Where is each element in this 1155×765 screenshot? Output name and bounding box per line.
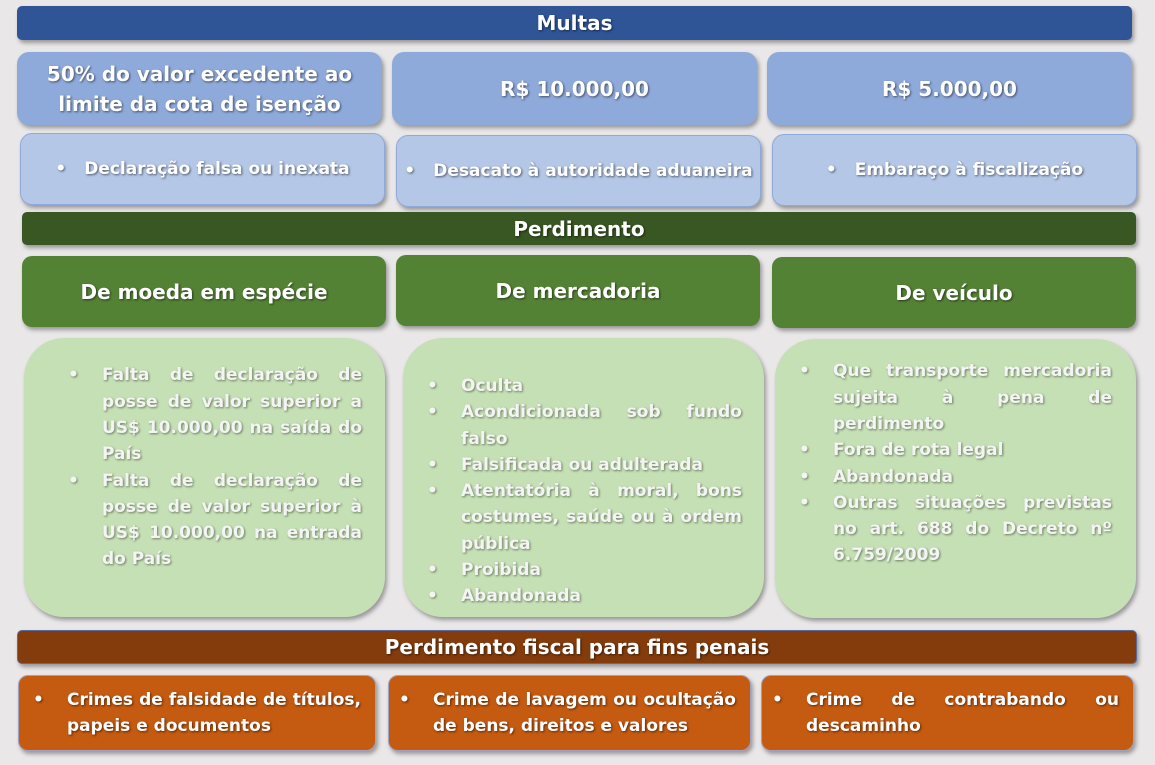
- perdimento-body-moeda: Falta de declaração de posse de valor su…: [24, 338, 385, 617]
- penal-title: Perdimento fiscal para fins penais: [384, 635, 770, 659]
- multas-item-3: •Embaraço à fiscalização: [772, 134, 1137, 206]
- perdimento-heading-mercadoria: De mercadoria: [396, 255, 760, 326]
- list-item: Falsificada ou adulterada: [427, 452, 742, 479]
- list-item: Crimes de falsidade de títulos, papeis e…: [33, 687, 361, 739]
- list-item: Falta de declaração de posse de valor su…: [68, 468, 362, 573]
- list-item: Que transporte mercadoria sujeita à pena…: [799, 358, 1112, 437]
- list-item: Outras situações previstas no art. 688 d…: [799, 490, 1112, 569]
- multas-item-2: •Desacato à autoridade aduaneira: [396, 135, 761, 207]
- multas-value-1: 50% do valor excedente ao limite da cota…: [17, 52, 382, 125]
- list-item: Falta de declaração de posse de valor su…: [68, 362, 362, 467]
- penal-title-bar: Perdimento fiscal para fins penais: [17, 630, 1137, 664]
- bullet-icon: •: [55, 159, 67, 179]
- perdimento-title-bar: Perdimento: [22, 212, 1136, 245]
- perdimento-heading-veiculo: De veículo: [772, 257, 1136, 328]
- list-item: Abandonada: [427, 583, 742, 610]
- perdimento-title: Perdimento: [513, 216, 645, 241]
- perdimento-list-mercadoria: Oculta Acondicionada sob fundo falso Fal…: [427, 373, 742, 610]
- list-item: Atentatória à moral, bons costumes, saúd…: [427, 478, 742, 557]
- multas-title-bar: Multas: [17, 6, 1132, 40]
- penal-item-3: Crime de contrabando ou descaminho: [761, 675, 1134, 751]
- perdimento-heading-moeda: De moeda em espécie: [22, 256, 386, 327]
- bullet-icon: •: [825, 160, 837, 180]
- perdimento-list-moeda: Falta de declaração de posse de valor su…: [68, 362, 362, 572]
- bullet-icon: •: [404, 161, 416, 181]
- multas-value-3: R$ 5.000,00: [767, 52, 1132, 125]
- multas-value-2: R$ 10.000,00: [392, 52, 757, 125]
- multas-item-1: •Declaração falsa ou inexata: [20, 133, 385, 205]
- penal-item-2: Crime de lavagem ou ocultação de bens, d…: [388, 675, 751, 751]
- penal-item-1: Crimes de falsidade de títulos, papeis e…: [18, 675, 376, 751]
- list-item: Acondicionada sob fundo falso: [427, 399, 742, 452]
- list-item: Crime de contrabando ou descaminho: [772, 687, 1119, 739]
- perdimento-list-veiculo: Que transporte mercadoria sujeita à pena…: [799, 358, 1112, 568]
- perdimento-body-veiculo: Que transporte mercadoria sujeita à pena…: [775, 339, 1136, 618]
- multas-title: Multas: [536, 11, 613, 35]
- perdimento-body-mercadoria: Oculta Acondicionada sob fundo falso Fal…: [403, 338, 764, 617]
- list-item: Abandonada: [799, 464, 1112, 491]
- list-item: Crime de lavagem ou ocultação de bens, d…: [399, 687, 736, 739]
- list-item: Proibida: [427, 557, 742, 584]
- list-item: Fora de rota legal: [799, 437, 1112, 464]
- list-item: Oculta: [427, 373, 742, 400]
